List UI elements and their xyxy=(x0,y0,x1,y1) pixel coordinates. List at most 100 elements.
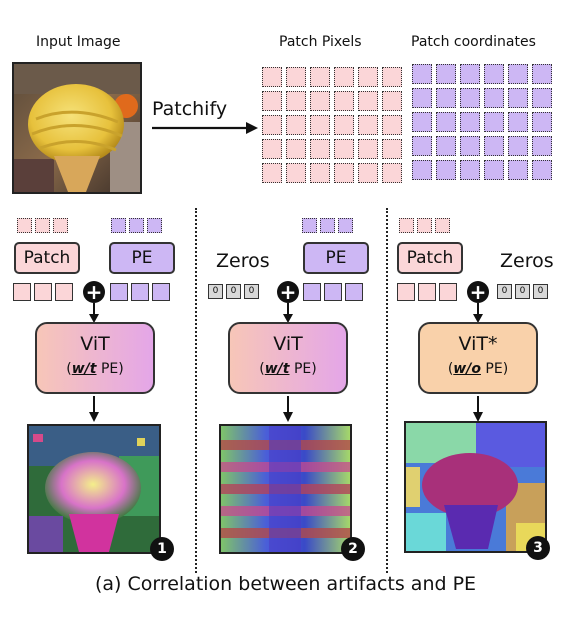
panel1-pe-tag: PE xyxy=(109,242,175,274)
panel2-vit-sub: (w/t PE) xyxy=(259,361,317,377)
separator-1 xyxy=(195,208,197,573)
patch-cell xyxy=(262,67,282,87)
panel2-arrow-down-2 xyxy=(283,396,293,422)
input-image xyxy=(12,62,142,194)
panel1-output-map xyxy=(27,424,161,554)
panel2-badge: 2 xyxy=(341,537,365,561)
figure-caption: (a) Correlation between artifacts and PE xyxy=(94,573,477,595)
patch-cell xyxy=(310,115,330,135)
patch-cell xyxy=(460,88,480,108)
panel2-zeros-label: Zeros xyxy=(216,250,270,272)
patch-cell xyxy=(508,64,528,84)
patch-cell xyxy=(310,139,330,159)
patch-cell xyxy=(508,88,528,108)
patch-pixels-grid xyxy=(262,67,402,183)
patch-cell xyxy=(286,91,306,111)
patch-cell xyxy=(382,139,402,159)
panel2-vit-title: ViT xyxy=(273,333,303,355)
patch-cell xyxy=(460,160,480,180)
patch-cell xyxy=(436,64,456,84)
patch-cell xyxy=(310,67,330,87)
patch-cell xyxy=(334,67,354,87)
patch-cell xyxy=(436,112,456,132)
panel1-vit-sub: (w/t PE) xyxy=(66,361,124,377)
input-image-photo xyxy=(14,64,140,192)
panel3-patch-tokens-top xyxy=(399,218,450,233)
patch-cell xyxy=(436,136,456,156)
patchify-arrow xyxy=(152,122,258,134)
panel2-pe-tokens-top xyxy=(302,218,353,233)
patch-cell xyxy=(532,88,552,108)
panel1-pe-tokens-top xyxy=(111,218,162,233)
panel2-arrow-down-1 xyxy=(283,303,293,323)
patch-cell xyxy=(358,115,378,135)
panel2-output-map xyxy=(219,424,352,554)
patch-cell xyxy=(286,163,306,183)
patch-cell xyxy=(358,91,378,111)
patch-cell xyxy=(334,163,354,183)
patch-cell xyxy=(484,88,504,108)
patch-cell xyxy=(508,160,528,180)
panel3-plus-icon: + xyxy=(467,281,489,303)
patch-cell xyxy=(358,67,378,87)
patch-cell xyxy=(382,91,402,111)
panel3-vit-box: ViT* (w/o PE) xyxy=(418,322,538,394)
panel3-vit-sub: (w/o PE) xyxy=(447,361,509,377)
patchify-label: Patchify xyxy=(152,98,228,120)
patch-cell xyxy=(382,115,402,135)
patch-cell xyxy=(484,160,504,180)
panel3-patch-tokens xyxy=(397,283,457,301)
patch-cell xyxy=(262,115,282,135)
separator-2 xyxy=(386,208,388,573)
patch-cell xyxy=(532,64,552,84)
patch-coordinates-label: Patch coordinates xyxy=(411,34,536,50)
panel3-patch-tag: Patch xyxy=(397,242,463,274)
patch-cell xyxy=(334,91,354,111)
panel3-arrow-down-1 xyxy=(473,303,483,323)
patch-cell xyxy=(382,67,402,87)
patch-cell xyxy=(532,160,552,180)
patch-cell xyxy=(286,139,306,159)
panel2-vit-box: ViT (w/t PE) xyxy=(228,322,348,394)
panel1-patch-tokens-top xyxy=(17,218,68,233)
patch-cell xyxy=(358,163,378,183)
patch-cell xyxy=(532,136,552,156)
panel1-arrow-down-1 xyxy=(89,303,99,323)
patch-cell xyxy=(286,115,306,135)
panel1-vit-title: ViT xyxy=(80,333,110,355)
patch-cell xyxy=(508,136,528,156)
patch-cell xyxy=(412,88,432,108)
patch-cell xyxy=(382,163,402,183)
patch-cell xyxy=(334,115,354,135)
patch-cell xyxy=(412,112,432,132)
patch-cell xyxy=(484,64,504,84)
patch-cell xyxy=(436,88,456,108)
patch-cell xyxy=(412,64,432,84)
input-image-label: Input Image xyxy=(36,34,121,50)
panel2-plus-icon: + xyxy=(277,281,299,303)
patch-cell xyxy=(334,139,354,159)
patch-cell xyxy=(484,112,504,132)
panel2-pe-tokens xyxy=(303,283,363,301)
panel3-arrow-down-2 xyxy=(473,396,483,422)
patch-cell xyxy=(412,136,432,156)
panel3-badge: 3 xyxy=(526,536,550,560)
panel3-zeros-label: Zeros xyxy=(500,250,554,272)
panel3-output-map xyxy=(404,421,547,553)
patch-cell xyxy=(262,91,282,111)
patch-cell xyxy=(484,136,504,156)
panel1-vit-box: ViT (w/t PE) xyxy=(35,322,155,394)
patch-cell xyxy=(436,160,456,180)
patch-cell xyxy=(262,139,282,159)
panel1-badge: 1 xyxy=(150,537,174,561)
patch-cell xyxy=(262,163,282,183)
patch-cell xyxy=(508,112,528,132)
patch-cell xyxy=(358,139,378,159)
patch-cell xyxy=(310,91,330,111)
patch-cell xyxy=(286,67,306,87)
panel1-patch-tokens xyxy=(13,283,73,301)
patch-cell xyxy=(412,160,432,180)
patch-cell xyxy=(460,112,480,132)
